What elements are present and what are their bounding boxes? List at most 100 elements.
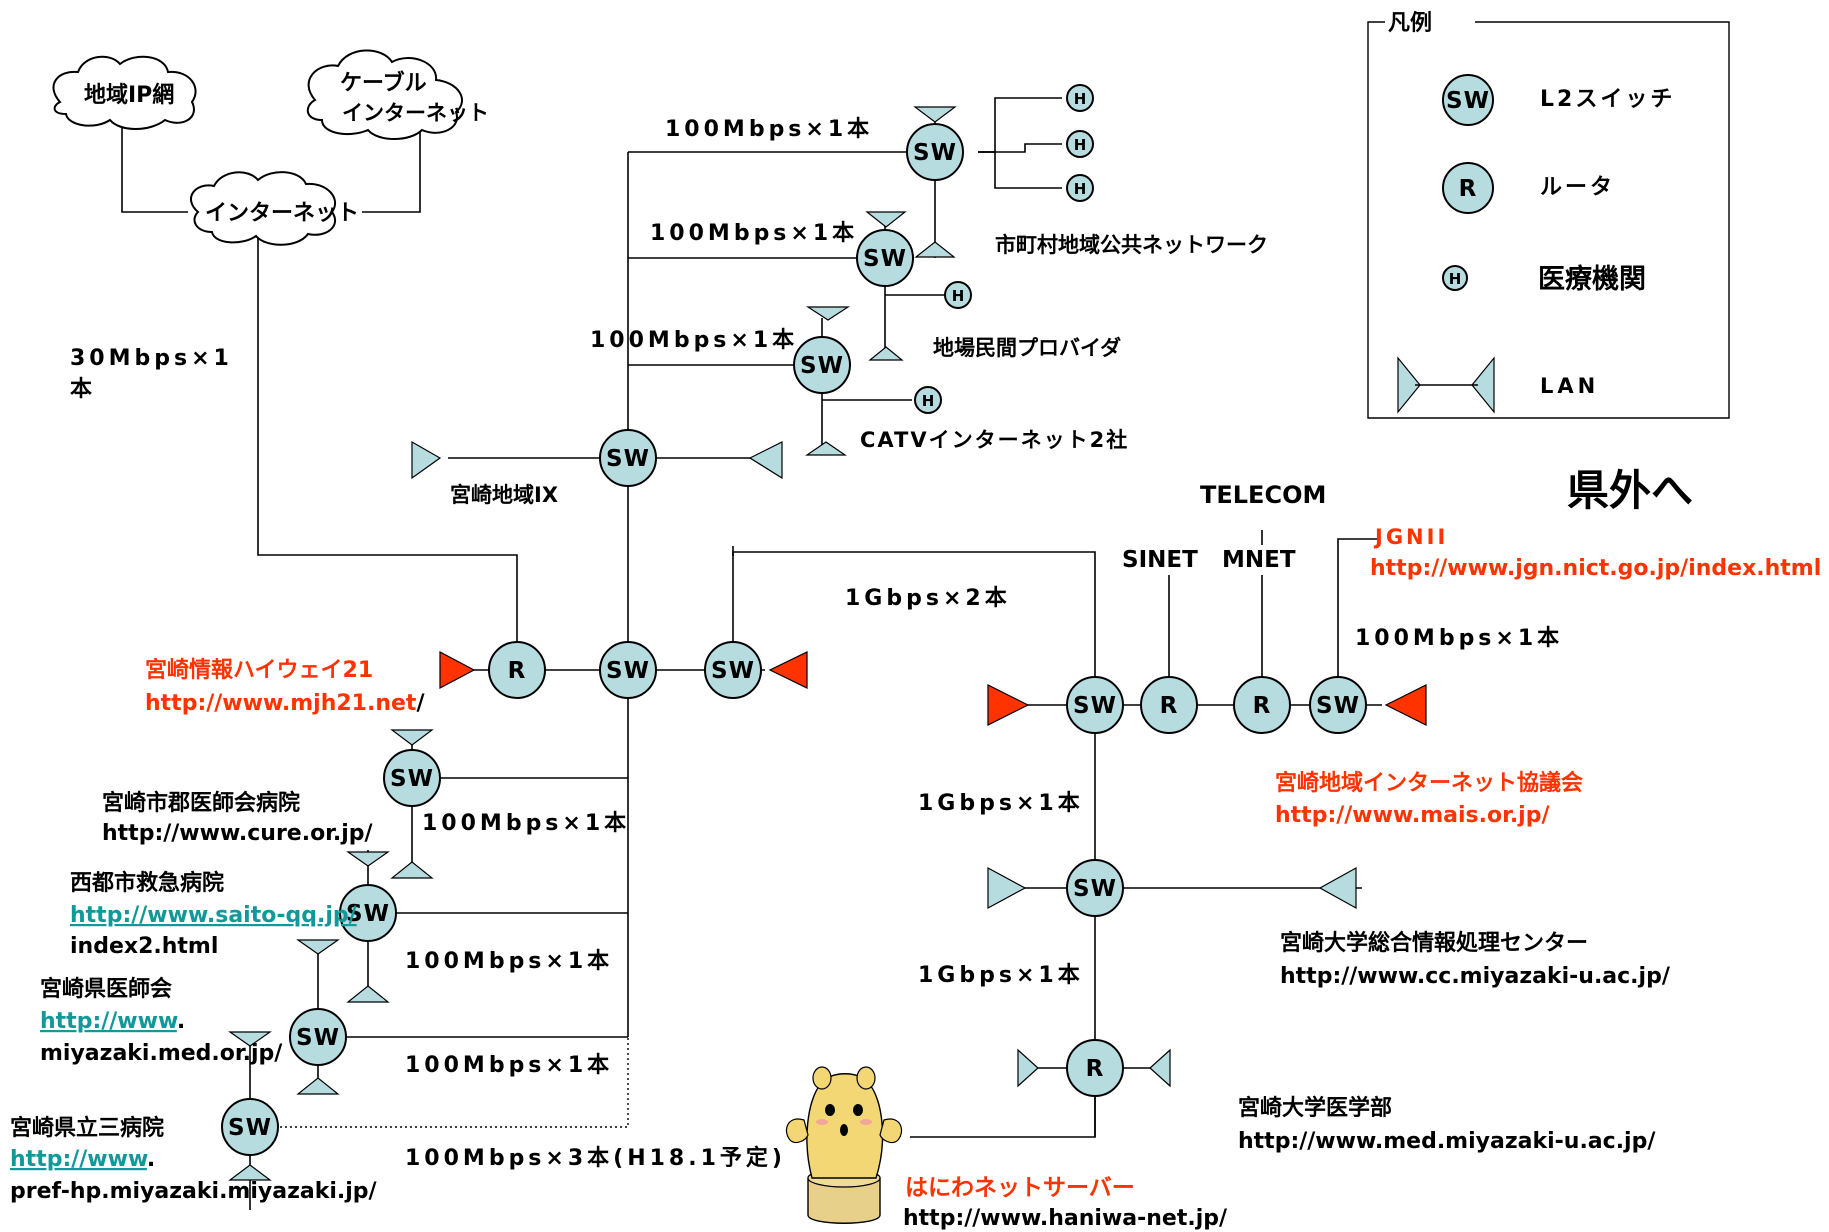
svg-text:R: R [508, 658, 527, 684]
label-med-assoc-url: http://www [40, 1009, 178, 1034]
bw-top-2: 100Mbps×1本 [650, 221, 858, 246]
bw-30m-2: 本 [70, 377, 96, 402]
bw-1g-x2: 1Gbps×2本 [845, 586, 1011, 611]
label-med-assoc-url-line: http://www. [40, 1009, 185, 1034]
label-pref-url: http://www [10, 1147, 148, 1172]
bw-left-1: 100Mbps×1本 [422, 811, 630, 836]
label-mais-name: 宮崎地域インターネット協議会 [1275, 770, 1583, 796]
node-sw-cc: SW [1066, 859, 1124, 917]
node-r-mjh: R [488, 641, 546, 699]
bw-1g-a: 1Gbps×1本 [918, 791, 1084, 816]
legend-sw-symbol: SW [1446, 88, 1490, 114]
svg-text:SW: SW [711, 658, 755, 684]
node-sw-jgn: SW [1309, 676, 1367, 734]
svg-text:SW: SW [346, 901, 390, 927]
node-sw-second: SW [856, 229, 914, 287]
label-haniwa-url: http://www.haniwa-net.jp/ [903, 1206, 1228, 1231]
svg-text:SW: SW [800, 353, 844, 379]
legend-box: 凡例 SW L2スイッチ R ルータ H 医療機関 LAN [1367, 11, 1730, 419]
svg-text:H: H [1074, 136, 1087, 154]
cloud-internet [190, 171, 336, 246]
legend-sw-label: L2スイッチ [1540, 87, 1675, 112]
label-jgn-url: http://www.jgn.nict.go.jp/index.html [1370, 556, 1821, 581]
bw-left-2: 100Mbps×1本 [405, 949, 613, 974]
label-cure-url: http://www.cure.or.jp/ [102, 821, 374, 846]
label-mjh-url: http://www.mjh21.net [145, 691, 417, 716]
svg-text:H: H [1074, 90, 1087, 108]
label-haniwa-name: はにわネットサーバー [905, 1175, 1135, 1201]
svg-text:H: H [922, 392, 935, 410]
label-sinet: SINET [1122, 547, 1198, 573]
node-sw-ix: SW [599, 429, 657, 487]
haniwa-mascot [785, 1066, 903, 1224]
label-pref-url-line: http://www. [10, 1147, 155, 1172]
label-pref-name: 宮崎県立三病院 [10, 1115, 164, 1141]
node-sw-cure: SW [383, 749, 441, 807]
node-h-3: H [1066, 174, 1094, 202]
node-sw-third: SW [793, 336, 851, 394]
label-med-assoc-url2: miyazaki.med.or.jp/ [40, 1041, 283, 1066]
svg-text:SW: SW [228, 1115, 272, 1141]
node-r-sinet: R [1140, 676, 1198, 734]
svg-text:SW: SW [390, 766, 434, 792]
bw-top-1: 100Mbps×1本 [665, 117, 873, 142]
label-saito-url2: index2.html [70, 934, 218, 959]
node-sw-pref: SW [221, 1098, 279, 1156]
legend-r-label: ルータ [1540, 175, 1615, 200]
node-h-1: H [1066, 84, 1094, 112]
label-mjh-name: 宮崎情報ハイウェイ21 [145, 657, 373, 683]
label-catv: CATVインターネット2社 [860, 428, 1129, 452]
node-r-mnet: R [1233, 676, 1291, 734]
network-labels: 市町村地域公共ネットワーク 地場民間プロバイダ CATVインターネット2社 宮崎… [10, 233, 1821, 1231]
bw-1g-b: 1Gbps×1本 [918, 963, 1084, 988]
node-sw-saito: SW [339, 884, 397, 942]
node-r-med: R [1066, 1039, 1124, 1097]
label-telecom: TELECOM [1200, 481, 1326, 509]
svg-text:SW: SW [1073, 876, 1117, 902]
bw-left-3: 100Mbps×1本 [405, 1053, 613, 1078]
label-municipal: 市町村地域公共ネットワーク [995, 233, 1268, 257]
cloud-regional-ip-label: 地域IP網 [84, 82, 174, 108]
svg-text:R: R [1086, 1056, 1105, 1082]
svg-text:R: R [1160, 693, 1179, 719]
label-mjh-url-line: http://www.mjh21.net/ [145, 691, 425, 716]
legend-h-label: 医療機関 [1538, 264, 1646, 295]
svg-text:H: H [952, 287, 965, 305]
cloud-cable-label-1: ケーブル [340, 70, 427, 96]
svg-text:R: R [1253, 693, 1272, 719]
label-med-assoc-name: 宮崎県医師会 [40, 976, 172, 1002]
label-med-url: http://www.med.miyazaki-u.ac.jp/ [1238, 1129, 1656, 1154]
label-local-provider: 地場民間プロバイダ [933, 336, 1121, 360]
label-mnet: MNET [1222, 547, 1296, 573]
node-sw-med-assoc: SW [289, 1008, 347, 1066]
label-kengai: 県外へ [1567, 466, 1693, 515]
svg-text:SW: SW [296, 1025, 340, 1051]
bandwidth-labels: 30Mbps×1 本 100Mbps×1本 100Mbps×1本 100Mbps… [70, 117, 1559, 1171]
svg-text:SW: SW [606, 446, 650, 472]
lan-endpoints [228, 106, 1495, 1181]
cloud-cable-label-2: インターネット [342, 101, 489, 125]
legend-r-symbol: R [1459, 176, 1478, 202]
legend-title: 凡例 [1388, 11, 1432, 36]
cloud-cable-internet [306, 49, 463, 140]
svg-text:SW: SW [1073, 693, 1117, 719]
label-mjh-url-tail: / [416, 691, 425, 716]
svg-text:SW: SW [606, 658, 650, 684]
label-jgn-name: JGNII [1373, 525, 1448, 549]
label-cc-name: 宮崎大学総合情報処理センター [1280, 930, 1588, 956]
svg-text:SW: SW [1316, 693, 1360, 719]
bw-top-3: 100Mbps×1本 [590, 328, 798, 353]
node-sw-mais: SW [1066, 676, 1124, 734]
label-pref-url2: pref-hp.miyazaki.miyazaki.jp/ [10, 1179, 378, 1204]
node-sw-mjh-right: SW [704, 641, 762, 699]
legend-h-symbol: H [1449, 270, 1462, 288]
bw-30m-1: 30Mbps×1 [70, 346, 233, 371]
label-saito-url-line: http://www.saito-qq.jp/ [70, 903, 358, 928]
node-sw-top: SW [906, 123, 964, 181]
label-cc-url: http://www.cc.miyazaki-u.ac.jp/ [1280, 964, 1671, 989]
label-ix: 宮崎地域IX [450, 483, 558, 507]
label-mais-url: http://www.mais.or.jp/ [1275, 803, 1550, 828]
cloud-regional-ip [52, 55, 197, 130]
